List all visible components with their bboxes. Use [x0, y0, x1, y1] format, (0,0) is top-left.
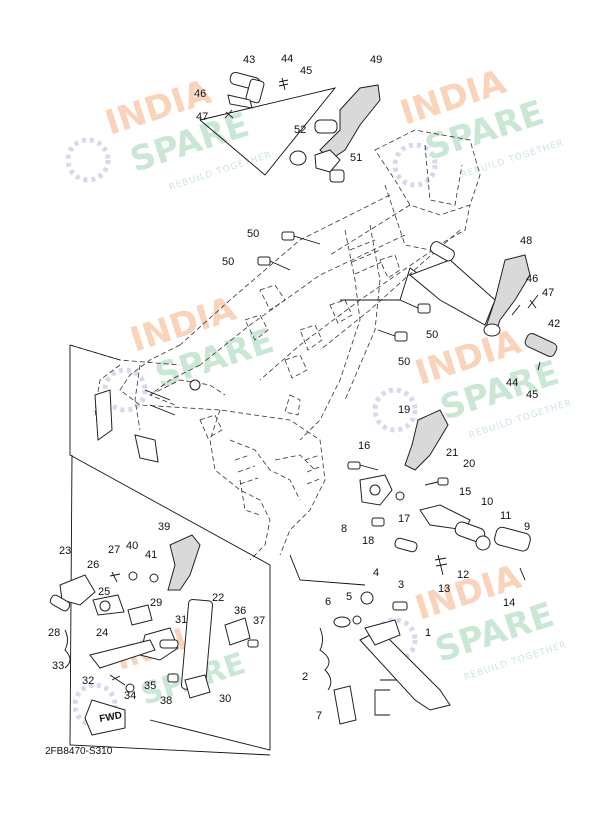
part-label-50c: 50	[426, 329, 438, 341]
part-label-47b: 47	[542, 287, 554, 299]
part-label-51: 51	[350, 152, 362, 164]
part-label-34: 34	[124, 690, 136, 702]
part-label-9: 9	[524, 521, 530, 533]
main-frame	[69, 129, 481, 561]
part-label-12: 12	[457, 569, 469, 581]
part-label-46b: 46	[526, 273, 538, 285]
part-label-33: 33	[52, 660, 64, 672]
part-label-52: 52	[294, 124, 306, 136]
part-label-2: 2	[302, 671, 308, 683]
inset-box	[69, 454, 271, 756]
fwd-label: FWD	[99, 710, 123, 725]
part-label-36: 36	[234, 605, 246, 617]
brake-pedal-assembly	[347, 409, 531, 581]
part-label-49: 49	[370, 54, 382, 66]
part-label-27: 27	[108, 544, 120, 556]
part-label-31: 31	[175, 614, 187, 626]
part-label-45a: 45	[300, 65, 312, 77]
watermark-middle-left: INDIA SPARE	[102, 289, 279, 413]
bolts-50	[257, 231, 431, 342]
part-label-40: 40	[126, 540, 138, 552]
watermark-top: INDIA SPARE REBUILD TOGETHER	[65, 72, 273, 193]
part-label-30: 30	[219, 693, 231, 705]
part-label-41: 41	[145, 549, 157, 561]
part-label-50b: 50	[222, 256, 234, 268]
part-label-1: 1	[425, 627, 431, 639]
part-label-24: 24	[96, 627, 108, 639]
part-label-23: 23	[59, 545, 71, 557]
part-label-7: 7	[316, 710, 322, 722]
part-label-50d: 50	[398, 356, 410, 368]
part-label-21: 21	[446, 447, 458, 459]
part-label-13: 13	[438, 583, 450, 595]
part-label-47a: 47	[196, 111, 208, 123]
part-label-43: 43	[243, 54, 255, 66]
part-label-29: 29	[150, 597, 162, 609]
part-label-42: 42	[548, 318, 560, 330]
part-label-15: 15	[459, 486, 471, 498]
rear-subframe-parts	[94, 379, 201, 463]
part-label-25: 25	[98, 586, 110, 598]
part-label-16: 16	[358, 440, 370, 452]
sidestand-assembly	[319, 591, 451, 725]
part-label-50a: 50	[247, 228, 259, 240]
rear-footrest-left-assembly	[224, 71, 381, 183]
part-label-19: 19	[398, 404, 410, 416]
part-label-17: 17	[398, 513, 410, 525]
watermark-top-right: INDIA SPARE REBUILD TOGETHER	[392, 62, 565, 188]
part-label-18: 18	[362, 535, 374, 547]
part-label-4: 4	[373, 567, 379, 579]
diagram-code: 2FB8470-S310	[45, 746, 113, 757]
part-label-46a: 46	[194, 88, 206, 100]
rear-footrest-right-assembly	[409, 241, 558, 371]
part-label-48: 48	[520, 235, 532, 247]
part-label-20: 20	[463, 458, 475, 470]
part-label-3: 3	[398, 579, 404, 591]
part-label-11: 11	[500, 510, 511, 522]
part-label-35: 35	[144, 680, 156, 692]
gear-footrest-assembly: FWD	[49, 534, 259, 736]
part-label-39: 39	[158, 521, 170, 533]
part-label-37: 37	[253, 615, 265, 627]
part-label-6: 6	[325, 596, 331, 608]
part-label-28: 28	[48, 627, 60, 639]
part-label-38: 38	[160, 695, 172, 707]
part-label-44b: 44	[506, 377, 518, 389]
part-label-14: 14	[503, 597, 515, 609]
part-label-5: 5	[346, 591, 352, 603]
part-label-8: 8	[341, 523, 347, 535]
part-label-32: 32	[82, 675, 94, 687]
part-label-26: 26	[87, 559, 99, 571]
part-label-44: 44	[281, 53, 293, 65]
part-label-22: 22	[212, 592, 224, 604]
part-label-10: 10	[481, 496, 493, 508]
part-label-45b: 45	[526, 389, 538, 401]
